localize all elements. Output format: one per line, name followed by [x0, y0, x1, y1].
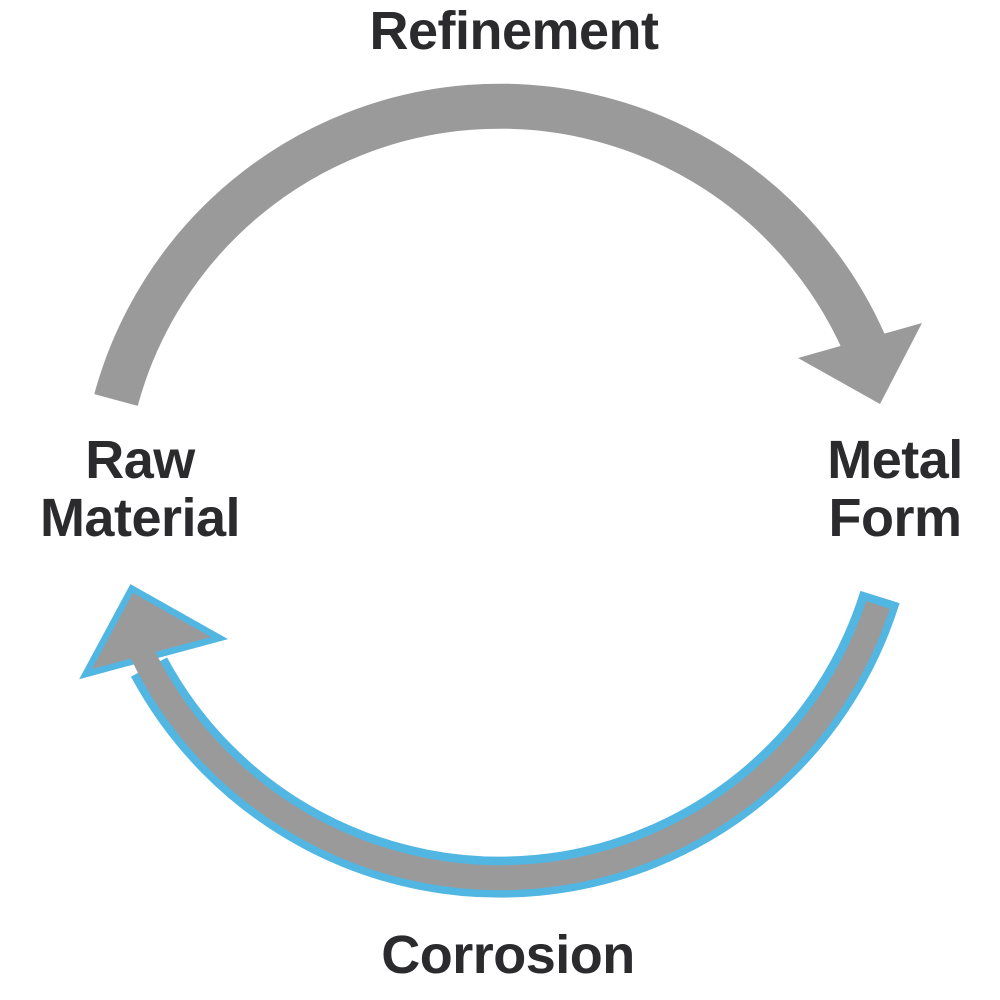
label-metal-form: Metal Form [827, 430, 963, 548]
refinement-arrow-arc [94, 83, 885, 406]
label-raw-material: Raw Material [39, 430, 241, 548]
corrosion-arrow-outline-arc [130, 590, 900, 898]
corrosion-arrow-core-arc [129, 601, 890, 891]
refinement-arrow [94, 83, 922, 406]
label-refinement: Refinement [369, 1, 659, 61]
corrosion-arrow [79, 584, 900, 898]
refinement-arrowhead-icon [798, 323, 922, 404]
label-corrosion: Corrosion [381, 925, 635, 985]
